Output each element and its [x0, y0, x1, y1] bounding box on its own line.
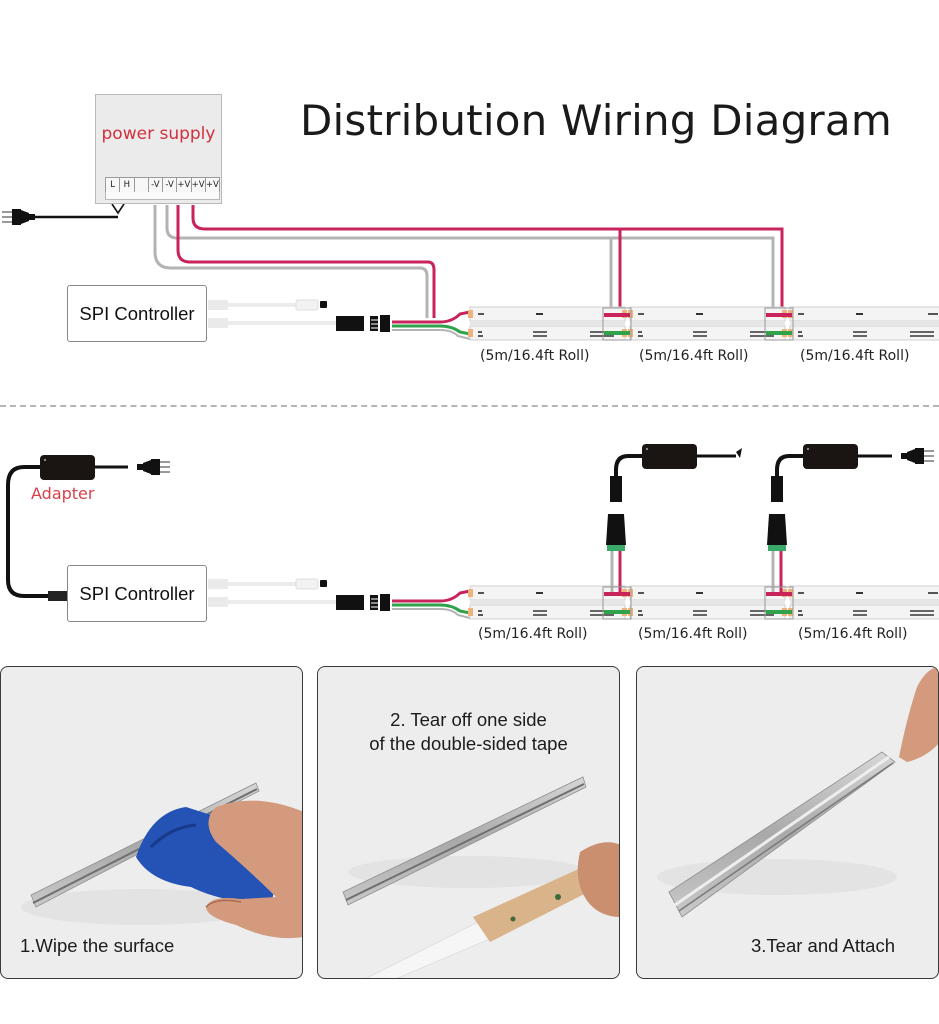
connector-cables	[207, 299, 391, 333]
page-title: Distribution Wiring Diagram	[300, 96, 892, 145]
ac-plug-icon	[1, 208, 36, 226]
spi-controller-label: SPI Controller	[79, 302, 195, 324]
adapter-label: Adapter	[31, 484, 95, 503]
led-strip-2	[627, 306, 788, 341]
terminal: +V	[191, 178, 206, 192]
section-divider	[0, 405, 939, 407]
power-injection-adapter-1	[602, 444, 742, 620]
step-1-caption: 1.Wipe the surface	[20, 935, 175, 956]
step-panel-tear-tape: 2. Tear off one side of the double-sided…	[317, 666, 620, 979]
strip-lead-wires	[392, 589, 471, 619]
step-3-caption: 3.Tear and Attach	[751, 935, 895, 956]
terminal: +V	[205, 180, 219, 190]
adapter-icon	[40, 455, 95, 480]
power-supply-base	[105, 192, 220, 200]
connector-cables	[207, 578, 391, 612]
adapter-cord	[6, 465, 50, 598]
step-2-caption-line1: 2. Tear off one side	[390, 709, 547, 730]
terminal: L	[106, 178, 121, 192]
hand	[899, 667, 938, 762]
hand	[206, 800, 302, 939]
roll-label: (5m/16.4ft Roll)	[638, 626, 748, 642]
hand	[577, 842, 619, 917]
wiring-diagram	[1, 203, 939, 620]
spi-controller: SPI Controller	[67, 285, 207, 342]
tape-strip	[366, 921, 491, 978]
terminal: +V	[177, 178, 192, 192]
power-supply-terminals: L H -V -V +V +V +V	[105, 177, 220, 193]
strip-junctions	[602, 307, 794, 341]
spi-controller: SPI Controller	[67, 565, 207, 622]
step-panel-attach: 3.Tear and Attach	[636, 666, 939, 979]
ac-plug-icon	[136, 458, 171, 476]
power-supply-label: power supply	[101, 124, 216, 144]
led-strip-2	[627, 585, 788, 620]
terminal: -V	[163, 178, 178, 192]
peeled-backing	[473, 867, 598, 942]
roll-label: (5m/16.4ft Roll)	[639, 348, 749, 364]
spi-controller-label: SPI Controller	[79, 582, 195, 604]
attach-illustration	[657, 667, 938, 918]
roll-label: (5m/16.4ft Roll)	[798, 626, 908, 642]
roll-label: (5m/16.4ft Roll)	[800, 348, 910, 364]
power-injection-adapter-2	[764, 444, 935, 620]
step-2-caption-line2: of the double-sided tape	[369, 733, 568, 754]
terminal: -V	[149, 178, 163, 192]
led-strip-3	[787, 306, 939, 341]
wipe-illustration	[21, 782, 302, 939]
positive-wires	[176, 205, 784, 318]
step-panel-wipe: 1.Wipe the surface	[0, 666, 303, 979]
led-strip-3	[787, 585, 939, 620]
terminal: H	[120, 178, 135, 192]
terminal	[135, 178, 149, 192]
power-supply: power supply L H -V -V +V +V +V	[95, 94, 222, 204]
roll-label: (5m/16.4ft Roll)	[480, 348, 590, 364]
roll-label: (5m/16.4ft Roll)	[478, 626, 588, 642]
tear-tape-illustration	[342, 776, 619, 978]
strip-lead-wires	[392, 310, 471, 340]
